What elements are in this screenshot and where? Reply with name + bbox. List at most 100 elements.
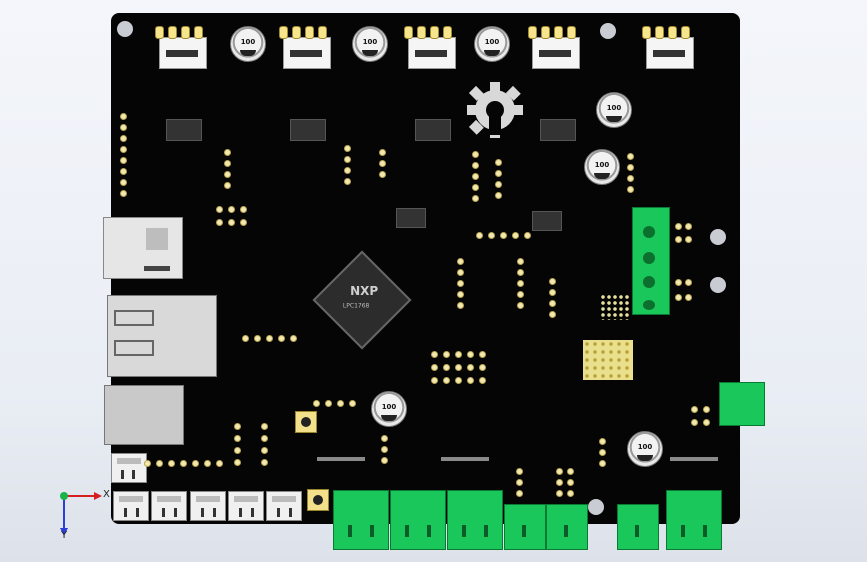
- pin: [120, 113, 127, 120]
- pin: [556, 479, 563, 486]
- pin: [675, 236, 682, 243]
- pin: [516, 468, 523, 475]
- pin: [344, 167, 351, 174]
- pin: [467, 351, 474, 358]
- pin: [685, 223, 692, 230]
- pin: [517, 291, 524, 298]
- pin: [495, 181, 502, 188]
- pin: [524, 232, 531, 239]
- pin: [234, 459, 241, 466]
- endstop-connector: [151, 491, 187, 521]
- pin: [240, 219, 247, 226]
- pin: [495, 170, 502, 177]
- pin: [120, 168, 127, 175]
- pin: [120, 124, 127, 131]
- stepper-header-4: [532, 37, 580, 69]
- pin: [228, 206, 235, 213]
- pin: [261, 435, 268, 442]
- pin: [467, 364, 474, 371]
- pin: [685, 279, 692, 286]
- pin: [120, 179, 127, 186]
- pin: [379, 171, 386, 178]
- pin: [457, 269, 464, 276]
- endstop-connector: [228, 491, 264, 521]
- pin: [479, 364, 486, 371]
- pin: [278, 335, 285, 342]
- pin: [381, 435, 388, 442]
- pin: [457, 280, 464, 287]
- pin: [216, 206, 223, 213]
- pin: [457, 258, 464, 265]
- trace-bar: [441, 457, 489, 461]
- pin: [313, 400, 320, 407]
- green-connector: [719, 382, 765, 426]
- pin: [627, 175, 634, 182]
- axis-triad-icon: [60, 492, 102, 536]
- pin: [168, 460, 175, 467]
- trace-bar: [670, 457, 718, 461]
- pin: [261, 447, 268, 454]
- pin: [691, 406, 698, 413]
- push-button: [307, 489, 329, 511]
- trace-bar: [317, 457, 365, 461]
- pin: [472, 184, 479, 191]
- pin: [120, 135, 127, 142]
- capacitor: 100: [352, 26, 388, 62]
- pin: [381, 457, 388, 464]
- pin: [349, 400, 356, 407]
- endstop-connector: [113, 491, 149, 521]
- stepper-header-3: [408, 37, 456, 69]
- pin: [240, 206, 247, 213]
- pad-array: [600, 294, 630, 320]
- pin: [120, 190, 127, 197]
- mounting-hole: [117, 21, 133, 37]
- output-terminal: [447, 490, 503, 550]
- output-terminal: [390, 490, 446, 550]
- pin: [691, 419, 698, 426]
- pin: [685, 236, 692, 243]
- mounting-hole: [588, 499, 604, 515]
- stepper-driver-chip: [166, 119, 202, 141]
- power-terminal-block: [632, 207, 670, 315]
- pin: [472, 151, 479, 158]
- mcu-part-number: LPC1768: [342, 302, 370, 310]
- pcb-board: 100 100 100 100 100 100 100 NXP LPC1768: [103, 13, 765, 550]
- pad-array: [583, 340, 633, 380]
- pin: [455, 364, 462, 371]
- pin: [455, 351, 462, 358]
- output-terminal: [546, 504, 588, 550]
- pin: [675, 223, 682, 230]
- pin: [472, 173, 479, 180]
- pin: [254, 335, 261, 342]
- pin: [599, 438, 606, 445]
- stepper-driver-chip: [540, 119, 576, 141]
- pin: [599, 449, 606, 456]
- sd-card-slot: [103, 217, 183, 279]
- pin: [627, 186, 634, 193]
- pin: [443, 364, 450, 371]
- pin: [495, 192, 502, 199]
- pin: [180, 460, 187, 467]
- pin: [467, 377, 474, 384]
- mounting-hole: [710, 229, 726, 245]
- pin: [242, 335, 249, 342]
- mounting-hole: [600, 23, 616, 39]
- pin: [517, 269, 524, 276]
- pin: [290, 335, 297, 342]
- pin: [516, 479, 523, 486]
- pin: [234, 423, 241, 430]
- pin: [216, 460, 223, 467]
- pin: [703, 419, 710, 426]
- open-hardware-gear-icon: [467, 82, 523, 138]
- pin: [567, 490, 574, 497]
- pin: [556, 490, 563, 497]
- pin: [675, 294, 682, 301]
- pin: [500, 232, 507, 239]
- pin: [261, 459, 268, 466]
- reset-button: [295, 411, 317, 433]
- pin: [549, 278, 556, 285]
- pin: [234, 435, 241, 442]
- pin: [627, 164, 634, 171]
- pin: [675, 279, 682, 286]
- pin: [325, 400, 332, 407]
